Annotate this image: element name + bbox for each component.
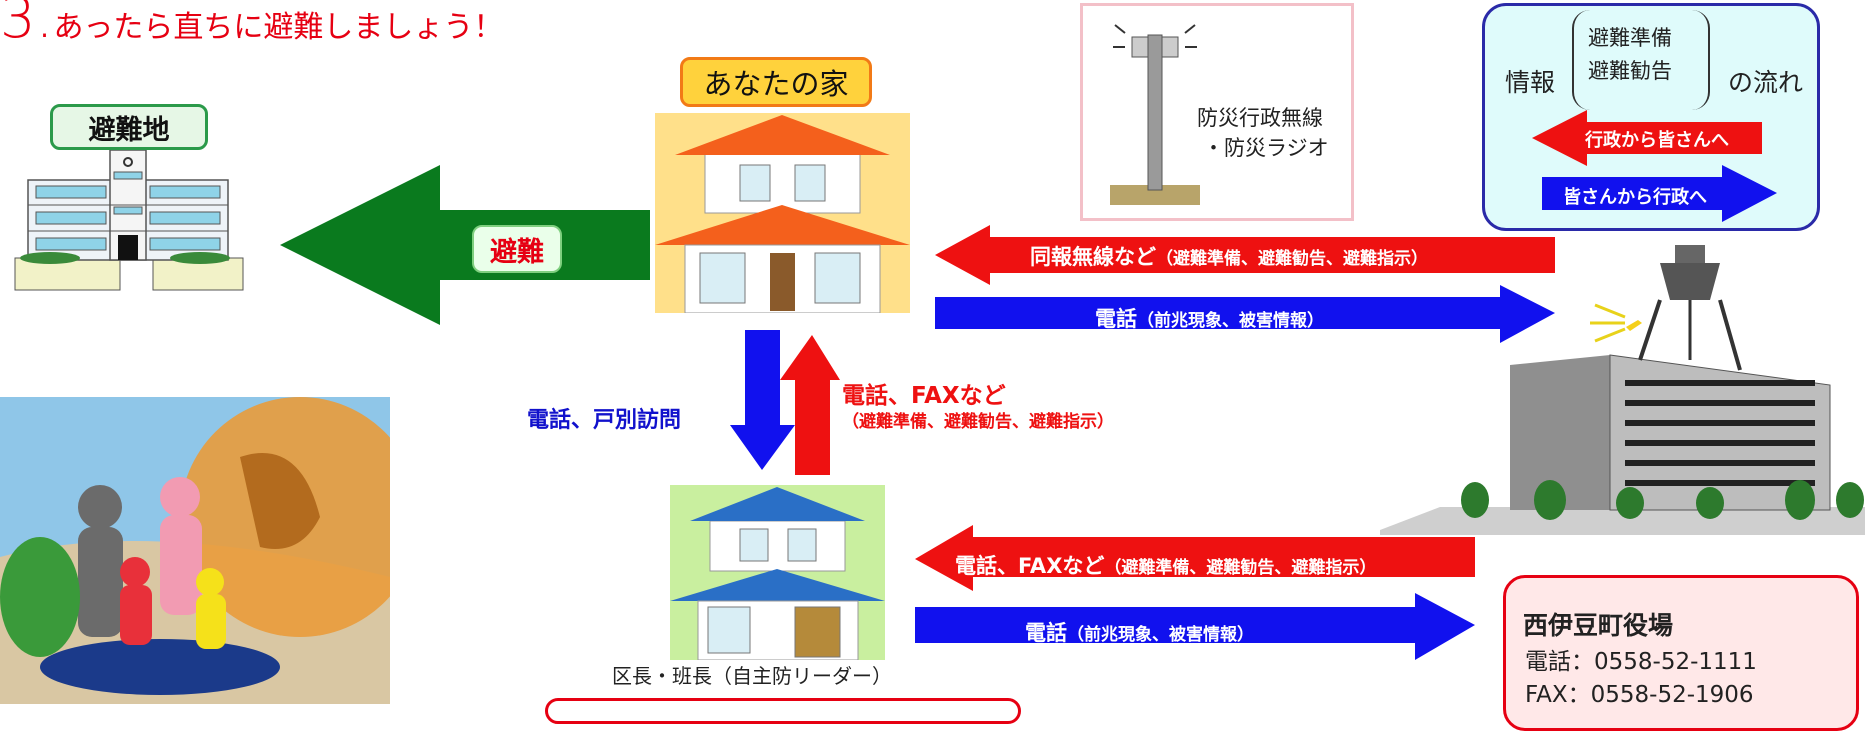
house-office-arrows xyxy=(935,225,1555,343)
leader-house-illustration xyxy=(670,485,885,660)
your-house-label: あなたの家 xyxy=(680,57,872,107)
town-office-tel: 電話：0558-52-1111 xyxy=(1525,649,1757,675)
legend-red-label: 行政から皆さんへ xyxy=(1585,130,1729,151)
leader-office-arrows xyxy=(915,525,1475,660)
leader-label: 区長・班長（自主防リーダー） xyxy=(612,664,892,688)
house-to-office-sub: （前兆現象、被害情報） xyxy=(1137,311,1324,331)
house-to-office-label: 電話（前兆現象、被害情報） xyxy=(1095,303,1324,333)
leader-from-office-label: 電話、FAXなど（避難準備、避難勧告、避難指示） xyxy=(955,550,1376,580)
leader-to-office-label: 電話（前兆現象、被害情報） xyxy=(1025,617,1254,647)
legend-left: 情報 xyxy=(1505,68,1556,97)
vertical-arrows xyxy=(730,330,840,475)
title-text: あったら直ちに避難しましょう！ xyxy=(53,10,504,45)
your-house-text: あなたの家 xyxy=(703,67,849,101)
legend-blue-label: 皆さんから行政へ xyxy=(1563,187,1707,208)
leader-to-office-main: 電話 xyxy=(1025,621,1067,645)
evacuation-site-building-illustration xyxy=(14,150,244,291)
house-from-office-label: 同報無線など（避難準備、避難勧告、避難指示） xyxy=(1030,241,1428,271)
leader-to-office-sub: （前兆現象、被害情報） xyxy=(1067,625,1254,645)
evacuating-family-illustration xyxy=(0,397,390,704)
evacuate-arrow-label: 避難 xyxy=(472,225,562,273)
legend-item1: 避難準備 xyxy=(1588,26,1672,50)
town-office-building-illustration xyxy=(1380,245,1865,535)
house-from-office-main: 同報無線など xyxy=(1030,245,1156,269)
your-house-illustration xyxy=(655,113,910,313)
leader-to-house-label: 電話、FAXなど （避難準備、避難勧告、避難指示） xyxy=(842,385,1114,431)
leader-from-office-main: 電話、FAXなど xyxy=(955,554,1105,578)
house-to-leader-label: 電話、戸別訪問 xyxy=(527,408,682,433)
legend-right: の流れ xyxy=(1728,68,1804,97)
town-office-name: 西伊豆町役場 xyxy=(1523,611,1674,640)
title-number: 3. xyxy=(0,0,54,51)
leader-from-office-sub: （避難準備、避難勧告、避難指示） xyxy=(1104,558,1377,578)
disaster-radio-box xyxy=(1080,3,1354,221)
legend-bracket xyxy=(1572,10,1710,110)
radio-line2: ・防災ラジオ xyxy=(1203,136,1329,160)
evacuate-arrow-text: 避難 xyxy=(490,236,544,268)
leader-to-house-sub: （避難準備、避難勧告、避難指示） xyxy=(842,412,1114,432)
radio-line1: 防災行政無線 xyxy=(1197,106,1323,130)
bottom-red-box xyxy=(545,698,1021,724)
speaker-tower-icon xyxy=(1110,24,1200,205)
leader-to-house-main: 電話、FAXなど xyxy=(842,383,1006,409)
page-title: 3.あったら直ちに避難しましょう！ xyxy=(0,0,503,51)
house-from-office-sub: （避難準備、避難勧告、避難指示） xyxy=(1156,249,1428,269)
legend-arrows xyxy=(1532,110,1777,222)
house-to-office-main: 電話 xyxy=(1095,307,1137,331)
legend-item2: 避難勧告 xyxy=(1588,59,1672,83)
evacuation-arrow xyxy=(280,165,650,325)
evacuation-site-label: 避難地 xyxy=(50,104,208,150)
evacuation-site-text: 避難地 xyxy=(88,114,170,146)
